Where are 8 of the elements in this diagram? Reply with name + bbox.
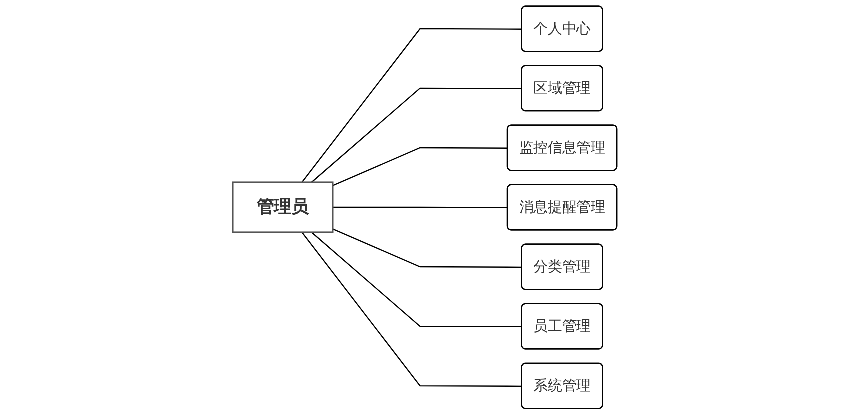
connector [301, 28, 522, 183]
connector [332, 228, 522, 268]
connector [310, 88, 522, 183]
connector [301, 232, 522, 388]
connector [310, 232, 522, 328]
connector [332, 147, 508, 186]
node-box: 管理员 [232, 182, 334, 234]
connector [332, 206, 508, 208]
